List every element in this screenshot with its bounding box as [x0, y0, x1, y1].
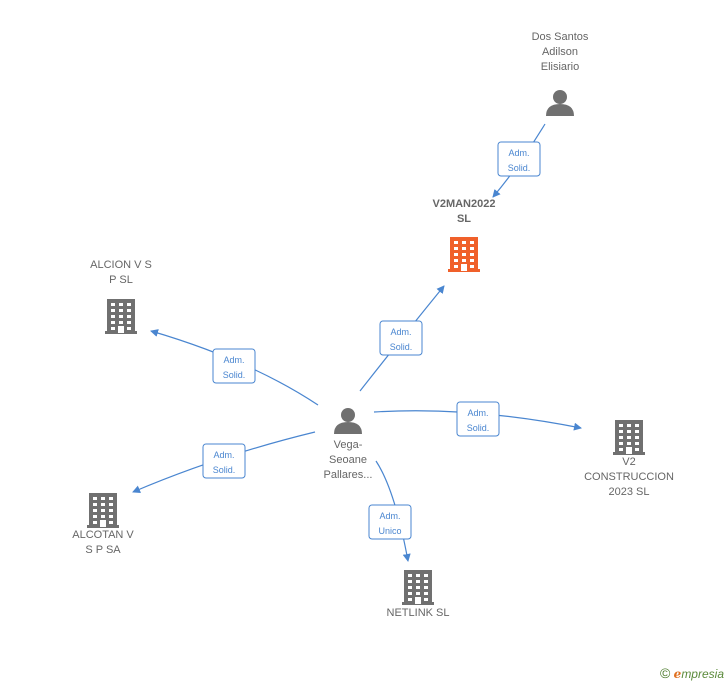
edge-label-text: Adm. — [213, 450, 234, 460]
node-label: Dos Santos — [532, 31, 589, 43]
node-label: V2MAN2022 — [433, 198, 496, 210]
node-label: V2 — [622, 456, 635, 468]
building-icon — [402, 570, 434, 605]
node-alcion[interactable]: ALCION V S P SL — [90, 259, 152, 334]
node-label: Seoane — [329, 454, 367, 466]
building-icon — [448, 237, 480, 272]
edge-vega-to-v2construccion: Adm. Solid. — [373, 401, 582, 437]
edge-label-box[interactable]: Adm. Solid. — [379, 320, 423, 356]
node-label: Pallares... — [324, 469, 373, 481]
edge-label-text: Adm. — [223, 355, 244, 365]
building-icon — [87, 493, 119, 528]
edge-dos-santos-to-v2man: Adm. Solid. — [492, 123, 546, 198]
node-label: CONSTRUCCION — [584, 471, 674, 483]
node-alcotan[interactable]: ALCOTAN V S P SA — [72, 493, 134, 556]
edge-label-text: Adm. — [508, 148, 529, 158]
node-label: ALCOTAN V — [72, 529, 134, 541]
node-label: S P SA — [85, 544, 121, 556]
edge-label-box[interactable]: Adm. Unico — [368, 504, 412, 540]
copyright-symbol: © — [660, 665, 671, 681]
edge-label-text: Adm. — [390, 327, 411, 337]
building-icon — [613, 420, 645, 455]
edge-label-text: Solid. — [390, 342, 413, 352]
person-icon — [546, 90, 574, 116]
edge-label-text: Solid. — [508, 163, 531, 173]
node-label: SL — [457, 213, 471, 225]
edge-label-text: Solid. — [467, 423, 490, 433]
edge-label-text: Adm. — [467, 408, 488, 418]
edge-label-text: Solid. — [213, 465, 236, 475]
edge-line — [375, 460, 411, 562]
node-vega[interactable]: Vega- SeoanePallares... — [324, 408, 373, 481]
edge-label-text: Unico — [378, 526, 401, 536]
node-label: ALCION V S — [90, 259, 152, 271]
node-label: P SL — [109, 274, 133, 286]
node-label: Vega- — [334, 439, 363, 451]
edge-label-box[interactable]: Adm. Solid. — [497, 141, 541, 177]
person-icon — [334, 408, 362, 434]
brand-name: mpresia — [681, 667, 724, 681]
edge-label-text: Solid. — [223, 370, 246, 380]
edge-vega-to-v2man: Adm. Solid. — [359, 285, 445, 392]
edge-label-text: Adm. — [379, 511, 400, 521]
edge-label-box[interactable]: Adm. Solid. — [212, 348, 256, 384]
edge-vega-to-netlink: Adm. Unico — [368, 460, 412, 562]
footer-brand: © empresia — [660, 665, 724, 681]
building-icon — [105, 299, 137, 334]
node-netlink[interactable]: NETLINK SL — [387, 570, 450, 619]
edge-vega-to-alcotan: Adm. Solid. — [132, 431, 316, 493]
node-label: 2023 SL — [609, 486, 650, 498]
node-label: NETLINK SL — [387, 607, 450, 619]
node-label: Adilson — [542, 46, 578, 58]
edge-vega-to-alcion: Adm. Solid. — [150, 329, 319, 406]
edge-label-box[interactable]: Adm. Solid. — [456, 401, 500, 437]
node-label: Elisiario — [541, 61, 580, 73]
brand-initial: e — [673, 667, 682, 681]
edge-label-box[interactable]: Adm. Solid. — [202, 443, 246, 479]
